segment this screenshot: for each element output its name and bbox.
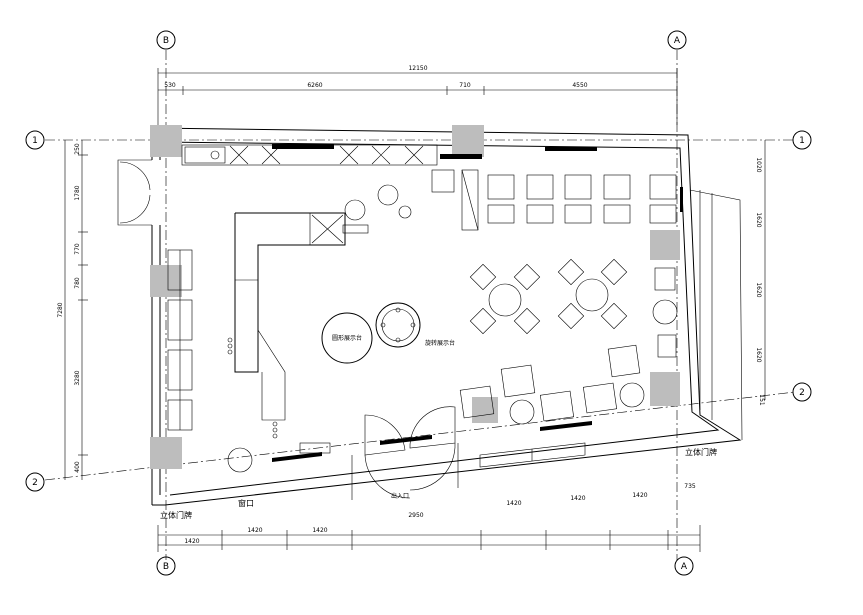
svg-text:1420: 1420 — [312, 527, 327, 534]
left-door[interactable] — [117, 159, 152, 226]
sign-label-right: 立体门牌 — [685, 447, 717, 457]
svg-text:6260: 6260 — [307, 82, 322, 89]
svg-text:A: A — [681, 562, 688, 572]
dimension-top: 12150 530 6260 710 4550 — [157, 65, 678, 125]
axis-bubble-b-top: B — [156, 30, 176, 50]
column-right-lower — [650, 372, 680, 406]
four-seat-table-left — [469, 263, 541, 335]
axis-bubble-1-right: 1 — [792, 130, 812, 150]
dimension-left: 7280 250 1780 770 780 3280 400 — [57, 140, 88, 480]
svg-text:250: 250 — [74, 143, 81, 155]
svg-text:A: A — [674, 36, 681, 46]
svg-text:1020: 1020 — [755, 157, 762, 172]
axis-bubble-a-bottom: A — [674, 556, 694, 576]
svg-text:12150: 12150 — [408, 65, 427, 72]
svg-text:2: 2 — [32, 478, 38, 488]
svg-text:1: 1 — [32, 136, 38, 146]
svg-text:151: 151 — [758, 394, 765, 406]
service-counter — [227, 212, 346, 439]
svg-text:1420: 1420 — [570, 495, 585, 502]
axis-bubble-a-top: A — [667, 30, 687, 50]
wall-segment — [440, 154, 482, 159]
svg-text:1420: 1420 — [506, 500, 521, 507]
dimension-right: 1020 1620 1620 1620 151 — [755, 140, 766, 406]
bottom-left-seats — [227, 442, 331, 473]
right-side-tables — [652, 267, 678, 358]
svg-text:B: B — [163, 562, 169, 572]
svg-text:B: B — [163, 36, 169, 46]
sign-label-left: 立体门牌 — [160, 510, 192, 520]
svg-text:530: 530 — [164, 82, 176, 89]
svg-text:7280: 7280 — [57, 302, 64, 317]
outer-walls — [151, 127, 743, 506]
svg-text:2950: 2950 — [408, 512, 423, 519]
axis-bubble-1-left: 1 — [25, 130, 45, 150]
svg-text:旋转展示台: 旋转展示台 — [425, 339, 455, 347]
round-display-table: 圆形展示台 — [321, 312, 373, 364]
svg-text:圆形展示台: 圆形展示台 — [332, 334, 362, 342]
wall-segment — [680, 187, 683, 212]
svg-text:400: 400 — [74, 461, 81, 473]
entrance-double-door[interactable] — [351, 406, 459, 500]
svg-text:1: 1 — [799, 136, 805, 146]
lower-armchairs — [459, 344, 645, 425]
svg-text:1620: 1620 — [755, 347, 762, 362]
column-top-left — [150, 125, 182, 157]
column-bottom-left — [150, 437, 182, 469]
column-right-upper — [650, 230, 680, 260]
svg-text:1420: 1420 — [247, 527, 262, 534]
axis-bubble-2-left: 2 — [25, 472, 45, 492]
svg-text:2: 2 — [799, 388, 805, 398]
four-seat-table-right — [557, 258, 628, 330]
column-bottom-middle — [472, 397, 498, 423]
booth-seating — [431, 169, 677, 231]
wall-segment — [272, 144, 334, 149]
left-wall-shelves — [167, 249, 193, 431]
column-top-middle — [452, 125, 484, 157]
window-label: 窗口 — [238, 498, 254, 508]
svg-text:770: 770 — [74, 243, 81, 255]
wall-segment — [540, 421, 592, 431]
staff-chairs — [342, 184, 412, 234]
svg-text:780: 780 — [74, 277, 81, 289]
svg-text:710: 710 — [459, 82, 471, 89]
rotating-display-table: 旋转展示台 — [375, 302, 455, 348]
axis-bubble-b-bottom: B — [156, 556, 176, 576]
svg-text:735: 735 — [684, 483, 696, 490]
entrance-label: 出入口 — [391, 492, 409, 500]
svg-text:1420: 1420 — [184, 538, 199, 545]
top-shelving — [181, 144, 438, 166]
wall-segment — [272, 452, 322, 462]
svg-text:1620: 1620 — [755, 282, 762, 297]
wall-segment — [380, 435, 432, 445]
dimension-bottom: 1420 1420 1420 2950 1420 1420 1420 735 — [157, 483, 701, 552]
axis-bubble-2-right: 2 — [792, 382, 812, 402]
svg-text:3280: 3280 — [74, 370, 81, 385]
svg-text:1780: 1780 — [74, 185, 81, 200]
svg-text:4550: 4550 — [572, 82, 587, 89]
wall-segment — [545, 147, 597, 151]
column-left-middle — [150, 265, 182, 297]
svg-text:1620: 1620 — [755, 212, 762, 227]
bottom-bench — [479, 442, 586, 468]
svg-text:1420: 1420 — [632, 492, 647, 499]
